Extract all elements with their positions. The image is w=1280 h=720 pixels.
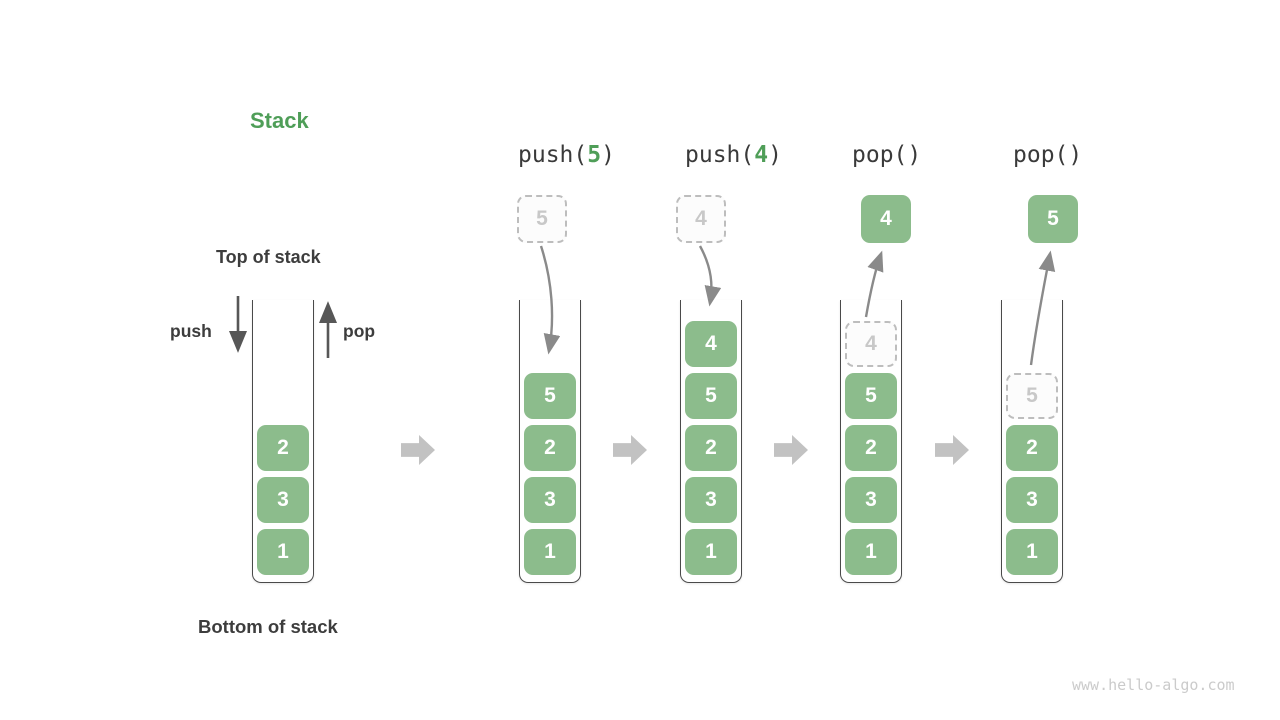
op-label-push-4: push(4): [685, 142, 782, 168]
stack-item: 5: [524, 373, 576, 419]
stack-item-ghost: 4: [845, 321, 897, 367]
stack-item: 3: [257, 477, 309, 523]
stack-after-push-5: 5 2 3 1: [519, 300, 581, 583]
stack-initial: 2 3 1: [252, 300, 314, 583]
stack-item: 1: [257, 529, 309, 575]
stack-item: 1: [524, 529, 576, 575]
step-arrow-icon: [935, 435, 969, 465]
stack-item: 2: [524, 425, 576, 471]
ghost-pushed-value-4: 4: [676, 195, 726, 243]
op-text: push(: [518, 142, 588, 168]
push-label: push: [170, 321, 212, 341]
pop-label: pop: [343, 321, 376, 341]
ghost-pushed-value-5: 5: [517, 195, 567, 243]
step-arrow-icon: [774, 435, 808, 465]
op-text: ): [1068, 142, 1083, 168]
op-text: pop(: [1013, 142, 1069, 168]
stack-item: 5: [845, 373, 897, 419]
popped-value-5: 5: [1028, 195, 1078, 243]
stack-item: 2: [1006, 425, 1058, 471]
stack-item: 2: [845, 425, 897, 471]
stack-after-pop-4: 4 5 2 3 1: [840, 300, 902, 583]
stack-item: 3: [1006, 477, 1058, 523]
stack-after-push-4: 4 5 2 3 1: [680, 300, 742, 583]
stack-after-pop-5: 5 2 3 1: [1001, 300, 1063, 583]
stack-item: 4: [685, 321, 737, 367]
push-4-curved-arrow-icon: [698, 245, 722, 307]
stack-item: 5: [685, 373, 737, 419]
op-label-pop-1: pop(): [852, 142, 921, 168]
step-arrow-icon: [401, 435, 435, 465]
op-label-pop-2: pop(): [1013, 142, 1082, 168]
watermark: www.hello-algo.com: [1072, 676, 1235, 694]
op-text: ): [768, 142, 782, 168]
stack-item-ghost: 5: [1006, 373, 1058, 419]
stack-item: 2: [685, 425, 737, 471]
op-label-push-5: push(5): [518, 142, 615, 168]
op-arg: 4: [754, 142, 769, 168]
stack-item: 2: [257, 425, 309, 471]
page-title: Stack: [250, 108, 309, 133]
op-arg: 5: [587, 142, 602, 168]
stack-item: 3: [524, 477, 576, 523]
popped-value-4: 4: [861, 195, 911, 243]
op-text: pop(: [852, 142, 908, 168]
op-text: push(: [685, 142, 755, 168]
stack-item: 1: [685, 529, 737, 575]
stack-item: 1: [1006, 529, 1058, 575]
step-arrow-icon: [613, 435, 647, 465]
top-of-stack-label: Top of stack: [216, 247, 321, 267]
stack-item: 3: [845, 477, 897, 523]
stack-item: 3: [685, 477, 737, 523]
bottom-of-stack-label: Bottom of stack: [198, 616, 338, 637]
stack-item: 1: [845, 529, 897, 575]
op-text: ): [907, 142, 922, 168]
op-text: ): [601, 142, 615, 168]
